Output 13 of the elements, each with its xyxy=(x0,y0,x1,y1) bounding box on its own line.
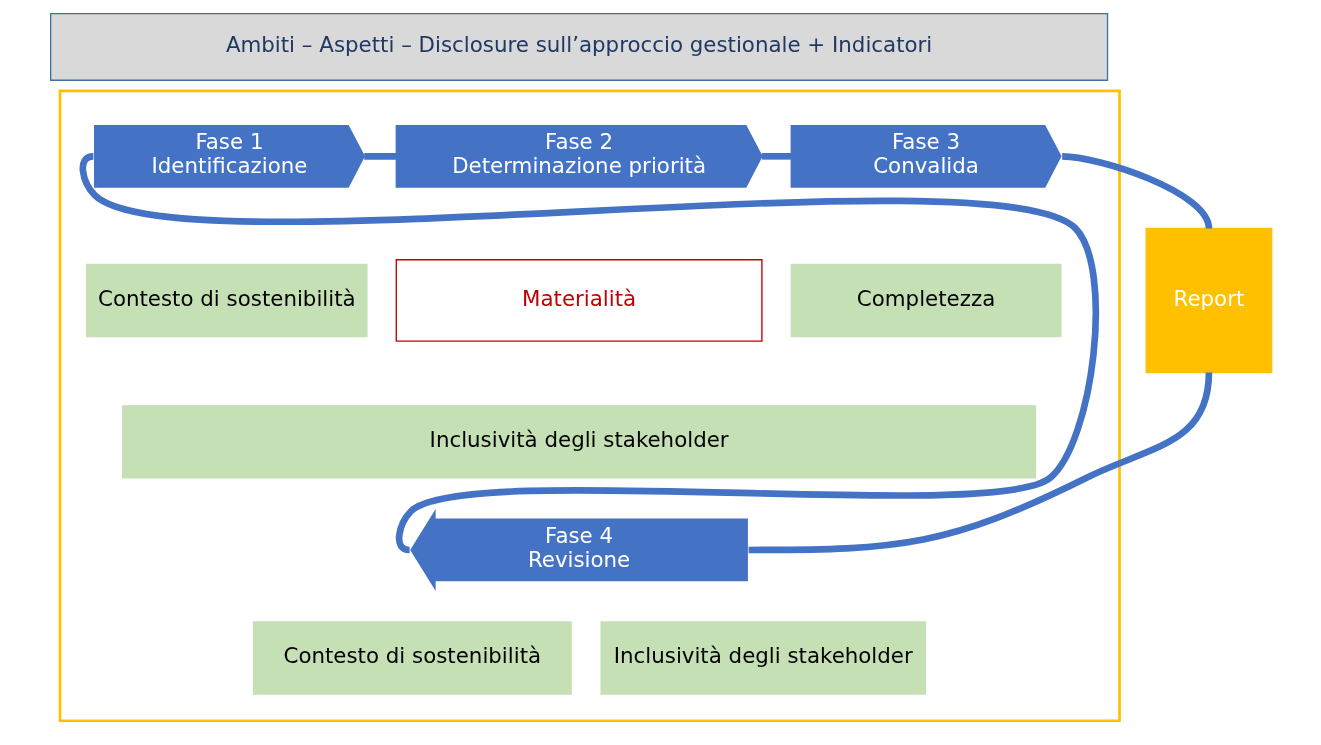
node-box: Completezza xyxy=(790,263,1062,338)
node-box: Inclusività degli stakeholder xyxy=(600,621,927,695)
connector xyxy=(761,153,792,160)
cluster xyxy=(58,89,1121,723)
connector xyxy=(748,372,1213,554)
node-box: Inclusività degli stakeholder xyxy=(122,405,1037,479)
connector xyxy=(1061,153,1213,230)
node-box: Materialità xyxy=(395,259,763,342)
node-box: Contesto di sostenibilità xyxy=(86,263,368,338)
connector xyxy=(364,153,397,160)
node-box: Report xyxy=(1145,227,1273,374)
node-box: Ambiti – Aspetti – Disclosure sull’approccio gestionale + Indicatori xyxy=(50,12,1109,81)
node-box: Contesto di sostenibilità xyxy=(252,621,572,695)
